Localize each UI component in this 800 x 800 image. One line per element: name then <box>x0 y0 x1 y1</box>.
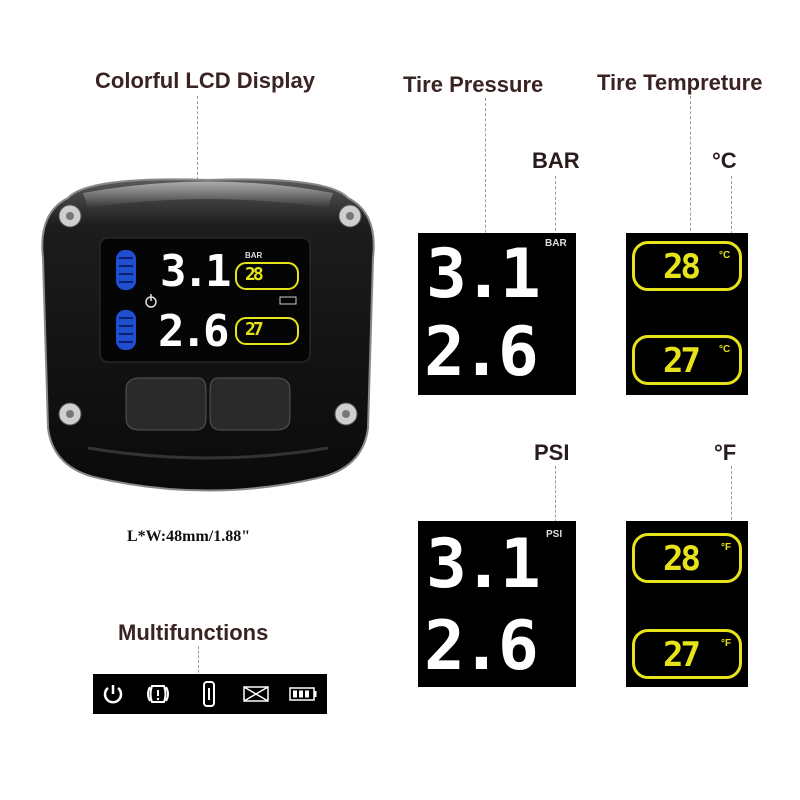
fahrenheit-front-temp: 28 <box>663 539 701 579</box>
tire-pressure-title: Tire Pressure <box>403 72 544 97</box>
pressure-panel-bar: 3.1 2.6 BAR <box>418 233 576 395</box>
bar-small-label: BAR <box>545 238 567 249</box>
tire-temperature-title: Tire Tempreture <box>597 70 763 95</box>
bar-leader-line <box>555 176 556 236</box>
fahrenheit-front-box: 28 °F <box>632 533 742 583</box>
temperature-panel-fahrenheit: 28 °F 27 °F <box>626 521 748 687</box>
low-battery-envelope-icon <box>243 686 269 702</box>
device-pressure-unit: BAR <box>245 251 263 260</box>
thermometer-icon <box>201 680 217 708</box>
pressure-panel-psi: 3.1 2.6 PSI <box>418 521 576 687</box>
fahrenheit-leader-line <box>731 466 732 550</box>
psi-rear-pressure: 2.6 <box>424 607 539 686</box>
multifunctions-title: Multifunctions <box>118 620 269 645</box>
multifunction-icon-strip <box>93 674 327 714</box>
celsius-rear-temp: 27 <box>663 341 701 381</box>
celsius-rear-unit: °C <box>719 344 731 355</box>
celsius-front-temp: 28 <box>663 247 701 287</box>
fahrenheit-front-unit: °F <box>721 542 732 553</box>
device-front-pressure: 3.1 <box>160 246 232 297</box>
celsius-front-unit: °C <box>719 250 731 261</box>
fahrenheit-rear-unit: °F <box>721 638 732 649</box>
celsius-leader-line <box>731 176 732 254</box>
lcd-leader-line <box>197 96 198 256</box>
device-rear-temp: 27 <box>245 319 264 340</box>
bar-front-pressure: 3.1 <box>426 235 541 314</box>
celsius-rear-box: 27 °C <box>632 335 742 385</box>
fahrenheit-rear-box: 27 °F <box>632 629 742 679</box>
temperature-panel-celsius: 28 °C 27 °C <box>626 233 748 395</box>
device-front-temp: 28 <box>245 264 264 285</box>
temperature-leader-line <box>690 96 691 246</box>
bar-rear-pressure: 2.6 <box>424 313 539 392</box>
celsius-unit-heading: °C <box>712 148 737 173</box>
battery-icon <box>289 687 317 701</box>
celsius-front-box: 28 °C <box>632 241 742 291</box>
bar-unit-heading: BAR <box>532 148 580 173</box>
power-icon <box>101 682 125 706</box>
tire-alert-icon <box>145 682 171 706</box>
fahrenheit-rear-temp: 27 <box>663 635 701 675</box>
device-rear-pressure: 2.6 <box>158 306 230 357</box>
tpms-device <box>28 168 388 508</box>
lcd-display-title: Colorful LCD Display <box>95 68 316 93</box>
fahrenheit-unit-heading: °F <box>714 440 737 465</box>
psi-leader-line <box>555 466 556 532</box>
psi-front-pressure: 3.1 <box>426 525 541 604</box>
pressure-leader-line <box>485 98 486 258</box>
size-caption: L*W:48mm/1.88" <box>127 528 251 545</box>
psi-small-label: PSI <box>546 529 563 540</box>
multifunction-leader-line <box>198 646 199 682</box>
psi-unit-heading: PSI <box>534 440 570 465</box>
